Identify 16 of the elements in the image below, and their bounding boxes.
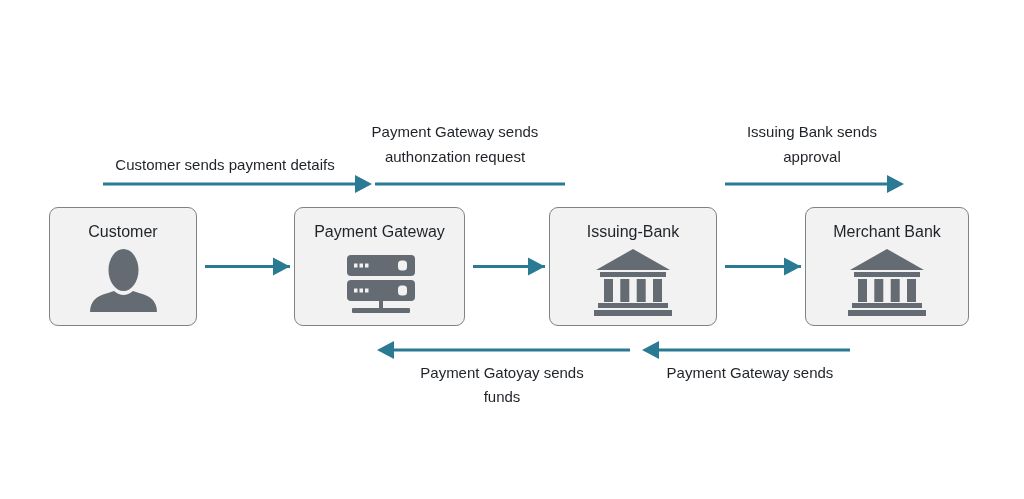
process-box (49, 207, 197, 326)
node-title: Merchant Bank (833, 222, 941, 242)
node-title: Issuing-Bank (586, 222, 680, 242)
process-box (294, 207, 465, 326)
process-box (805, 207, 969, 326)
node-title: Payment Gateway (314, 222, 445, 242)
flow-label: Payment Gateway sends (665, 363, 835, 383)
node-title: Customer (88, 222, 158, 242)
arrow (473, 257, 545, 276)
flow-label: Payment Gatoyay sends funds (419, 363, 585, 407)
flow-label: Customer sends payment detaifs (114, 155, 336, 175)
arrow (725, 257, 801, 276)
flow-label: Payment Gateway sends authonzation request (370, 122, 540, 167)
process-box (549, 207, 717, 326)
arrow (205, 257, 290, 276)
flow-label: Issuing Bank sends approval (745, 122, 879, 167)
